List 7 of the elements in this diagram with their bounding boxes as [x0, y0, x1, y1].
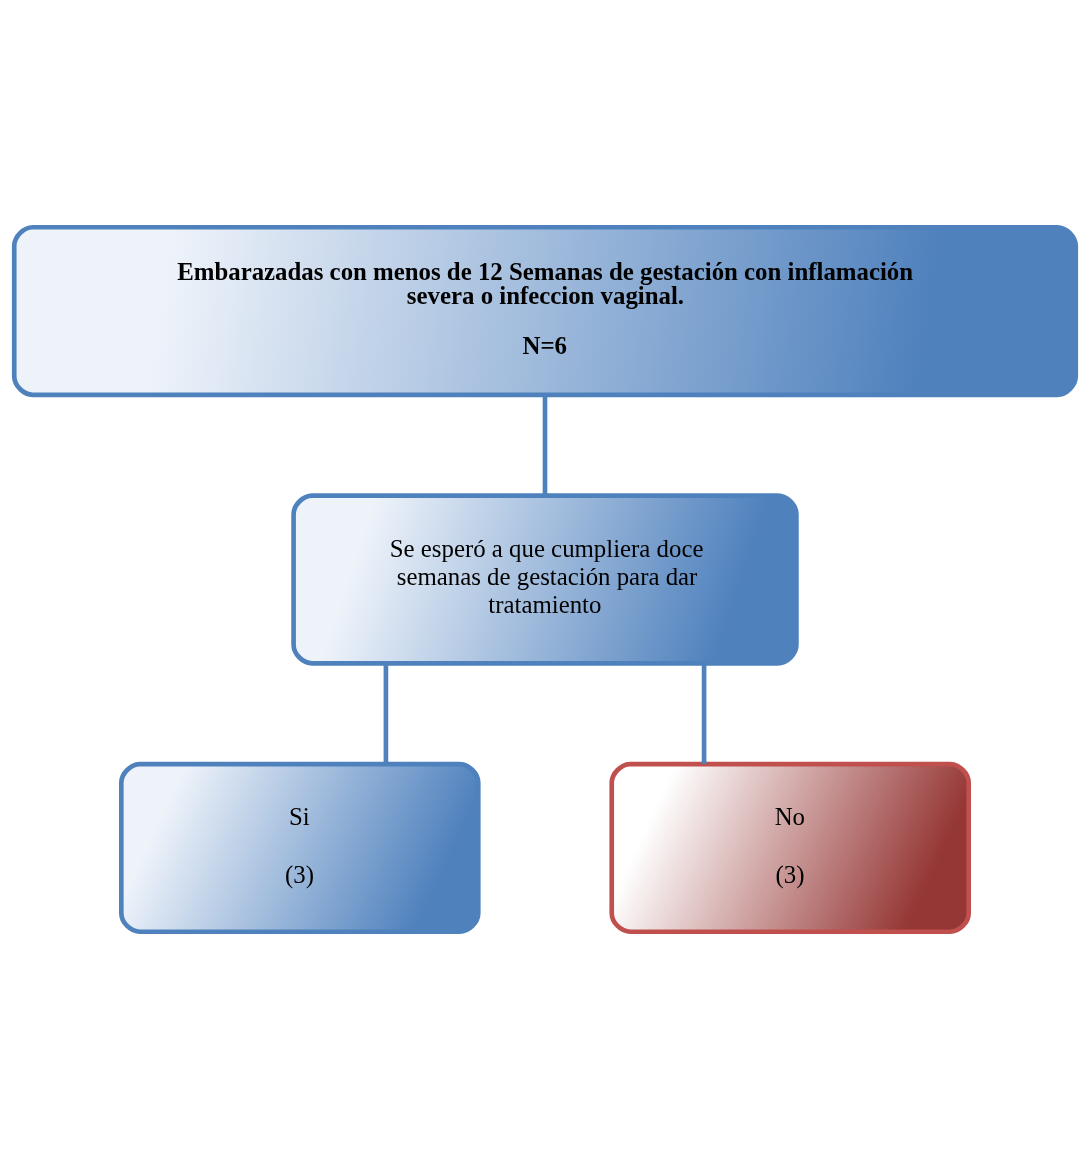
connector — [383, 663, 389, 765]
node-box: Se esperó a que cumpliera doce semanas de gestación para dar tratamiento — [291, 493, 799, 666]
node-box: No (3) — [609, 761, 971, 935]
node-box: Si (3) — [119, 761, 481, 935]
node-box: Embarazadas con menos de 12 Semanas de gestación con inflamación severa o infeccion vaginal. N=6 — [11, 224, 1079, 398]
connector — [701, 663, 707, 765]
connector — [542, 395, 548, 496]
